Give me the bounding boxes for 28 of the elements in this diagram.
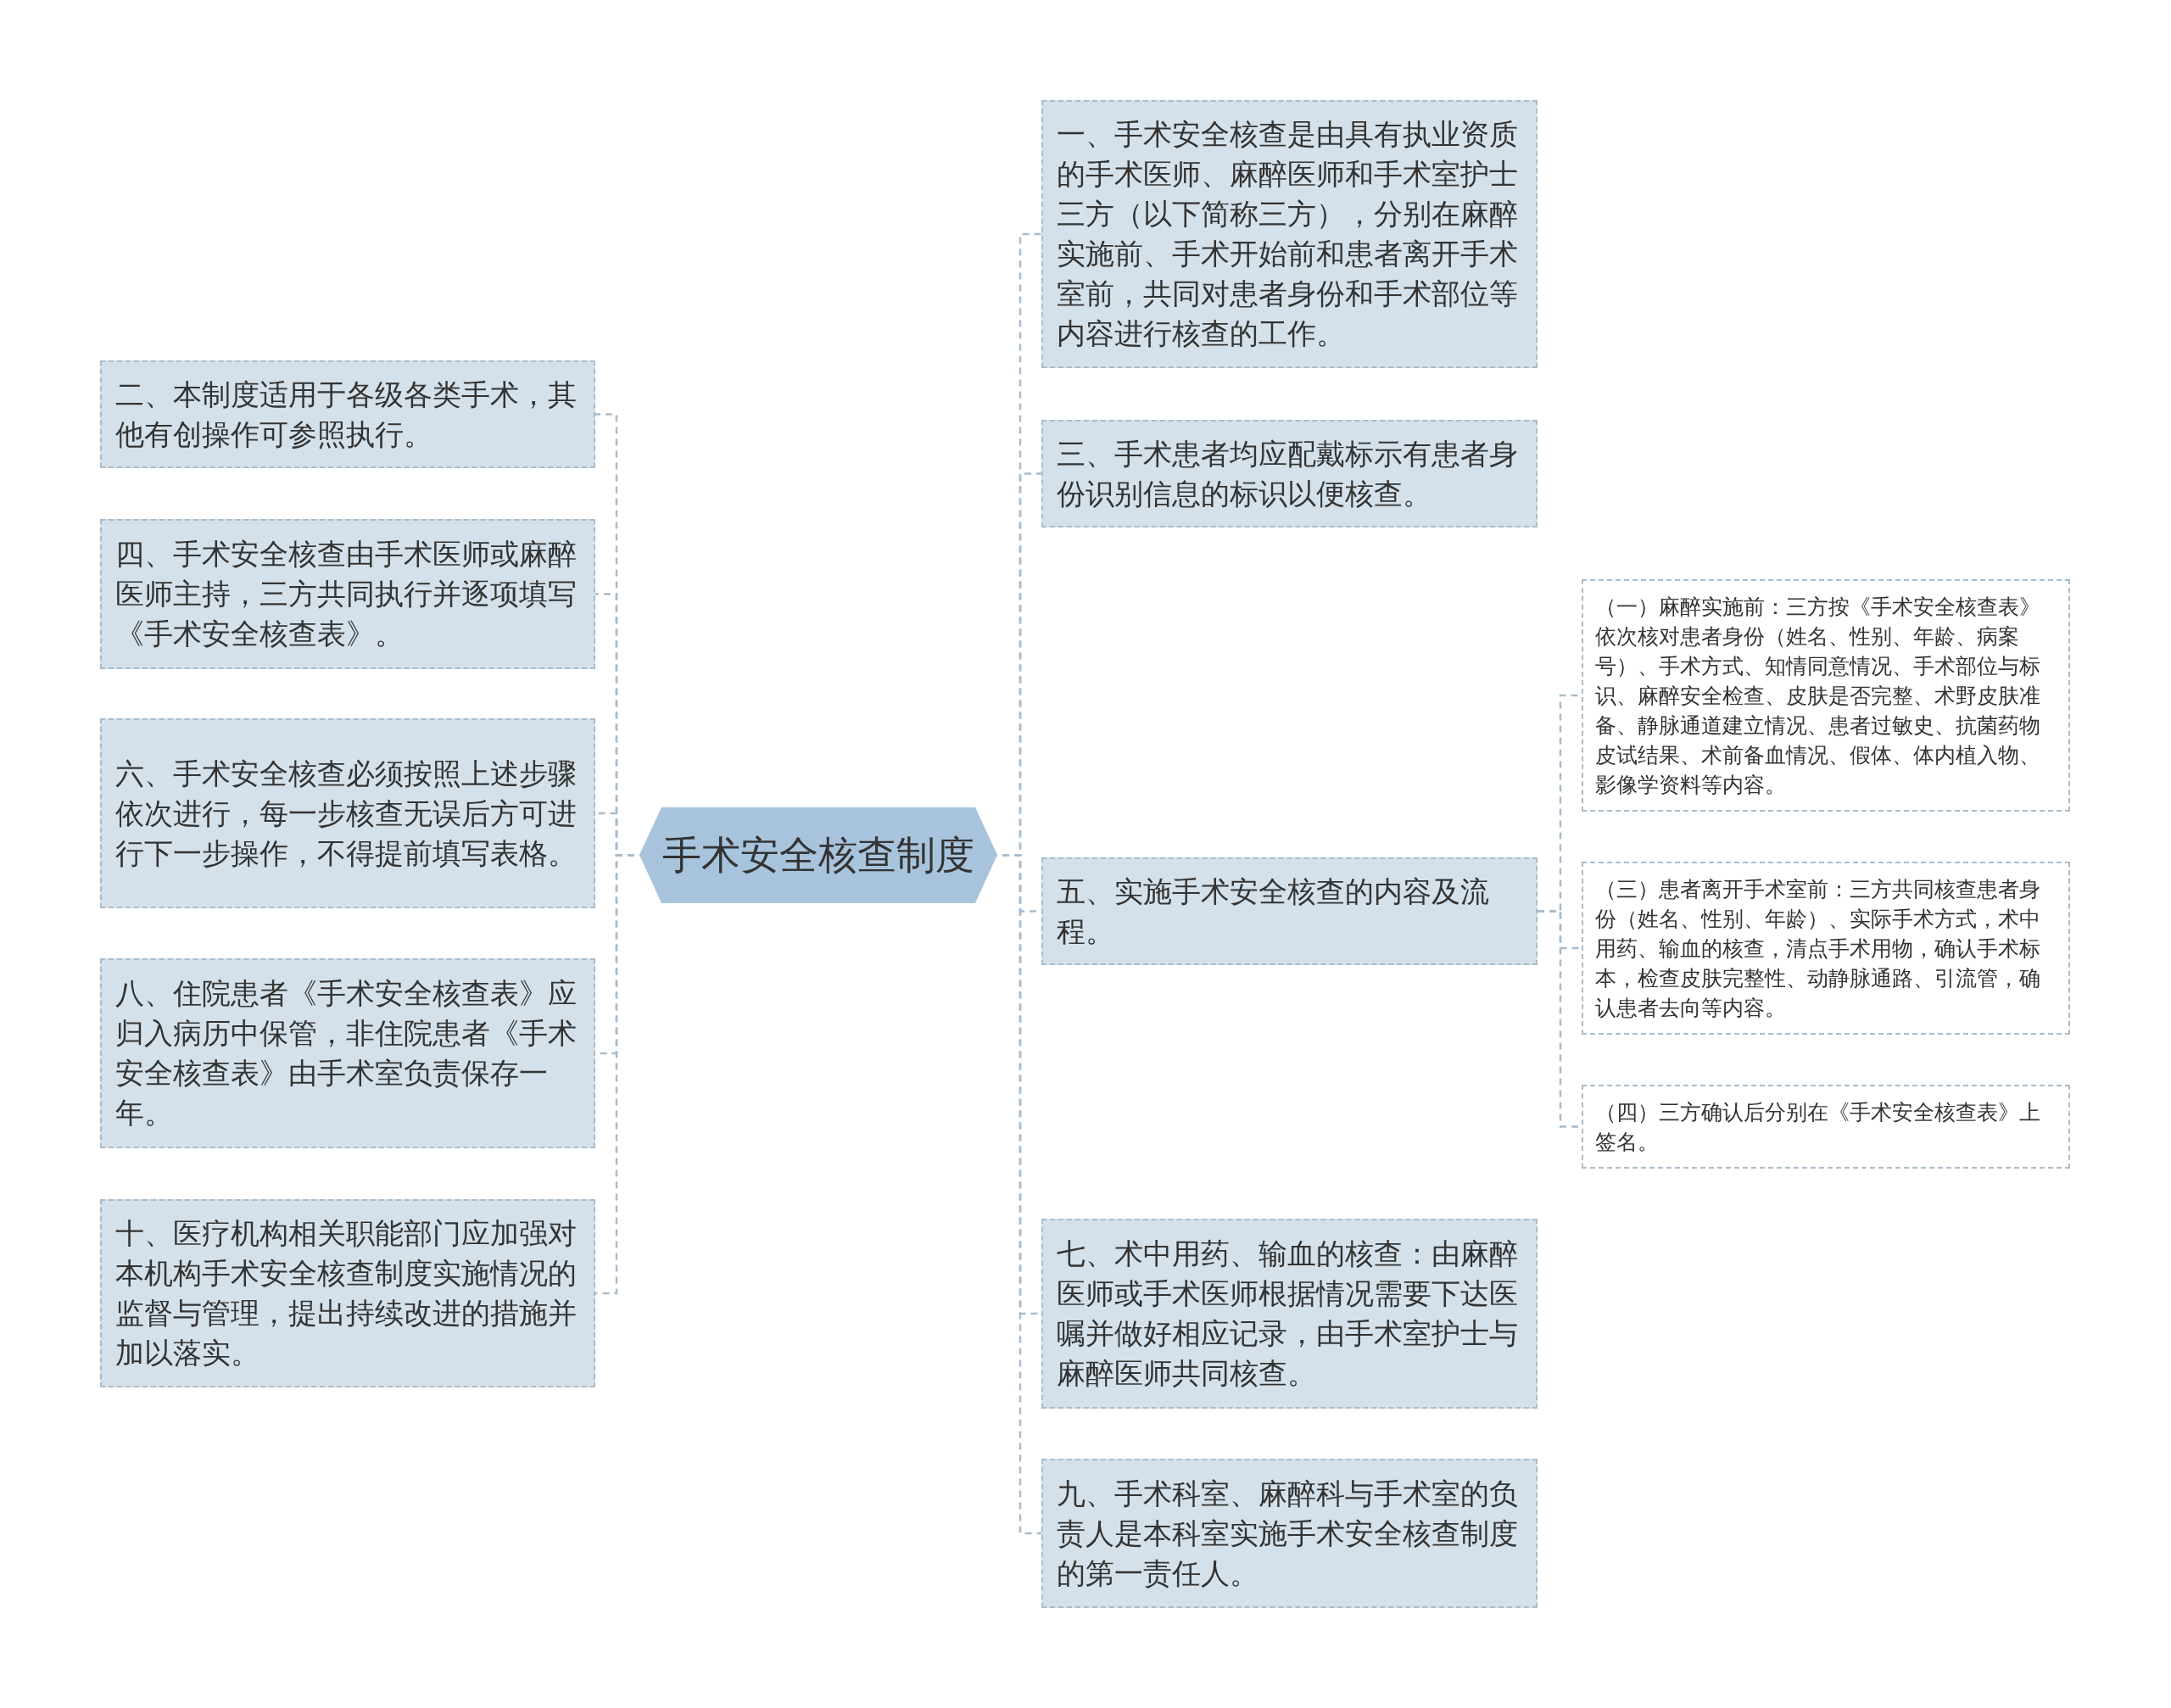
topic-box <box>100 360 595 468</box>
topic-box <box>100 718 595 908</box>
topic-text: 九、手术科室、麻醉科与手术室的负责人是本科室实施手术安全核查制度的第一责任人。 <box>1057 1475 1519 1592</box>
topic-text: （四）三方确认后分别在《手术安全核查表》上签名。 <box>1595 1098 2041 1156</box>
topic-box <box>100 519 595 669</box>
topic-text: （一）麻醉实施前：三方按《手术安全核查表》依次核对患者身份（姓名、性别、年龄、病案号）、手术方式、知情同意情况、手术部位与标识、麻醉安全检查、皮肤是否完整、术野皮肤准备、静脉通道建立情况、患者过敏史、抗菌药物皮试结果、术前备血情况、假体、体内植入物、影像学资料等内容。 <box>1595 593 2041 799</box>
topic-box <box>1041 1459 1538 1608</box>
topic-text: 八、住院患者《手术安全核查表》应归入病历中保管，非住院患者《手术安全核查表》由手术室负责保存一年。 <box>115 975 578 1131</box>
topic-box <box>1582 862 2070 1035</box>
topic-text: （三）患者离开手术室前：三方共同核查患者身份（姓名、性别、年龄）、实际手术方式，术中用药、输血的核查，清点手术用物，确认手术标本，检查皮肤完整性、动静脉通路、引流管，确认患者去向等内容。 <box>1595 875 2041 1022</box>
topic-box <box>1041 100 1538 368</box>
topic-text: 三、手术患者均应配戴标示有患者身份识别信息的标识以便核查。 <box>1057 435 1519 512</box>
topic-text: 二、本制度适用于各级各类手术，其他有创操作可参照执行。 <box>115 376 578 453</box>
topic-text: 七、术中用药、输血的核查：由麻醉医师或手术医师根据情况需要下达医嘱并做好相应记录，由手术室护士与麻醉医师共同核查。 <box>1057 1236 1519 1392</box>
topic-text: 十、医疗机构相关职能部门应加强对本机构手术安全核查制度实施情况的监督与管理，提出持续改进的措施并加以落实。 <box>115 1215 578 1371</box>
topic-box <box>100 958 595 1148</box>
topic-text: 四、手术安全核查由手术医师或麻醉医师主持，三方共同执行并逐项填写《手术安全核查表》。 <box>115 536 578 652</box>
topic-box <box>1582 579 2070 812</box>
topic-text: 一、手术安全核查是由具有执业资质的手术医师、麻醉医师和手术室护士三方（以下简称三方），分别在麻醉实施前、手术开始前和患者离开手术室前，共同对患者身份和手术部位等内容进行核查的工作。 <box>1057 116 1519 352</box>
topic-text: 手术安全核查制度 <box>662 830 974 879</box>
topic-box <box>1041 420 1538 527</box>
topic-text: 五、实施手术安全核查的内容及流程。 <box>1057 873 1490 950</box>
central-topic-hexagon <box>639 807 997 903</box>
topic-box <box>1582 1085 2070 1169</box>
topic-text: 六、手术安全核查必须按照上述步骤依次进行，每一步核查无误后方可进行下一步操作，不得提前填写表格。 <box>115 755 578 872</box>
topic-box <box>1041 1219 1538 1409</box>
topic-box <box>1041 857 1538 965</box>
topic-box <box>100 1199 595 1387</box>
